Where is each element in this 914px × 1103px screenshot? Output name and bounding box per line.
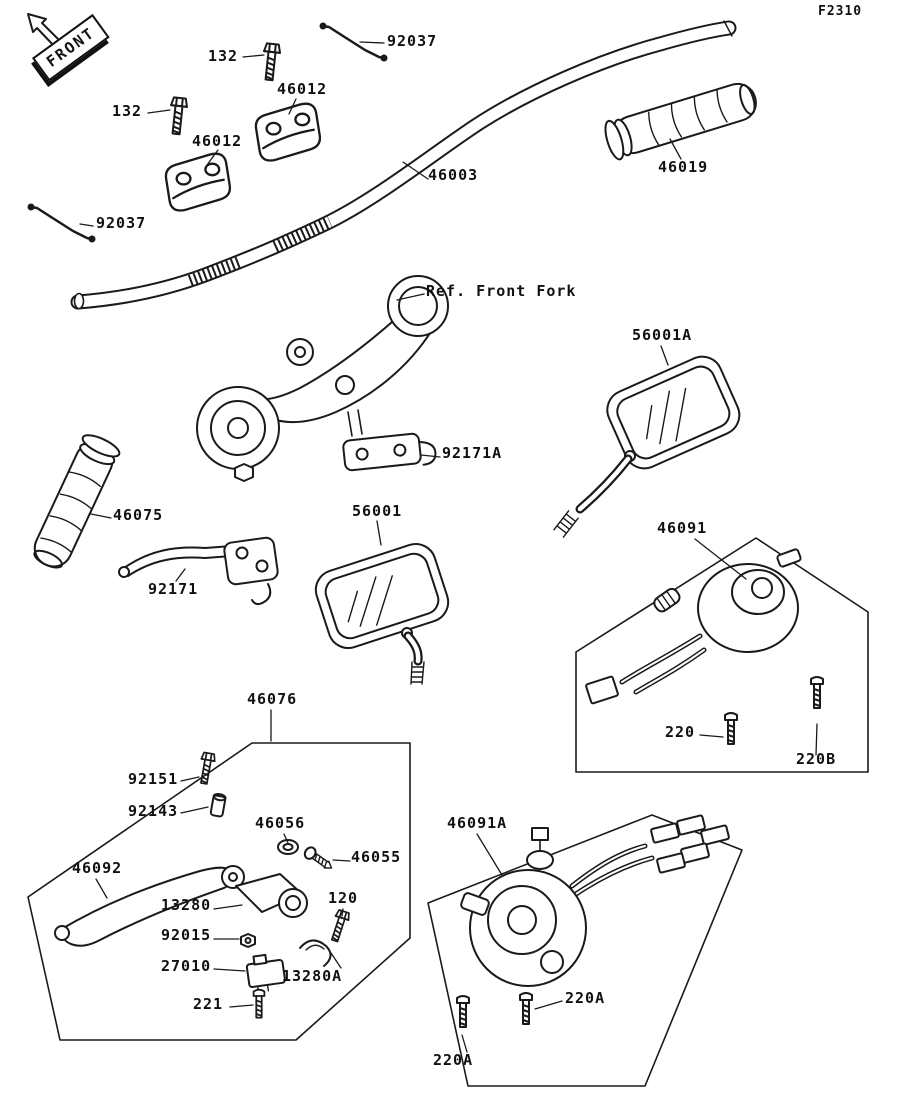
clamp-46012-left-drawing — [164, 152, 232, 212]
part-label-92151: 92151 — [128, 770, 179, 788]
part-label-46092: 46092 — [72, 859, 123, 877]
part-label-46019: 46019 — [658, 158, 709, 176]
part-label-220B: 220B — [796, 750, 837, 768]
part-label-220A-right: 220A — [565, 989, 606, 1007]
grip-right-drawing — [604, 82, 757, 161]
handlebar-drawing — [70, 20, 737, 310]
ref-front-fork-label: Ref. Front Fork — [426, 282, 577, 300]
part-label-46012-left: 46012 — [192, 132, 243, 150]
part-label-56001A: 56001A — [632, 326, 693, 344]
bracket-92171-drawing — [118, 536, 279, 606]
group-box-46076 — [27, 742, 411, 1041]
bolt-132-top-drawing — [260, 42, 282, 82]
part-label-46055: 46055 — [351, 848, 402, 866]
part-label-132-top: 132 — [208, 47, 239, 65]
leader-lines — [79, 41, 818, 1053]
part-label-92037-top: 92037 — [387, 32, 438, 50]
part-label-13280: 13280 — [161, 896, 212, 914]
part-label-120: 120 — [328, 889, 359, 907]
part-label-220A-bottom: 220A — [433, 1051, 474, 1069]
fork-crown-drawing — [196, 275, 449, 482]
part-label-56001: 56001 — [352, 502, 403, 520]
part-label-92015: 92015 — [161, 926, 212, 944]
part-label-46056: 46056 — [255, 814, 306, 832]
part-label-27010: 27010 — [161, 957, 212, 975]
part-label-92037-left: 92037 — [96, 214, 147, 232]
switch-housing-46091A-drawing — [456, 814, 730, 1028]
part-label-46003: 46003 — [428, 166, 479, 184]
bolt-132-left-drawing — [167, 96, 189, 136]
part-label-220: 220 — [665, 723, 696, 741]
group-box-46091A — [427, 814, 743, 1087]
part-label-92171: 92171 — [148, 580, 199, 598]
part-label-132-left: 132 — [112, 102, 143, 120]
rod-92037-top-drawing — [319, 22, 388, 62]
part-label-221: 221 — [193, 995, 224, 1013]
mirror-56001A-drawing — [553, 355, 741, 538]
part-label-92143: 92143 — [128, 802, 179, 820]
part-label-46012-top: 46012 — [277, 80, 328, 98]
figure-code: F2310 — [818, 4, 863, 19]
rod-92037-left-drawing — [27, 203, 96, 243]
bracket-92171A-drawing — [342, 432, 437, 472]
part-label-46076: 46076 — [247, 690, 298, 708]
part-label-46075: 46075 — [113, 506, 164, 524]
switch-housing-46091-drawing — [585, 548, 824, 745]
part-label-46091A: 46091A — [447, 814, 508, 832]
lever-assembly-drawing — [54, 751, 352, 1019]
group-box-46091 — [575, 537, 869, 773]
mirror-56001-drawing — [314, 543, 450, 685]
part-label-46091: 46091 — [657, 519, 708, 537]
part-label-13280A: 13280A — [282, 967, 343, 985]
part-label-92171A: 92171A — [442, 444, 503, 462]
clamp-46012-top-drawing — [254, 102, 322, 162]
grip-left-drawing — [33, 434, 121, 569]
